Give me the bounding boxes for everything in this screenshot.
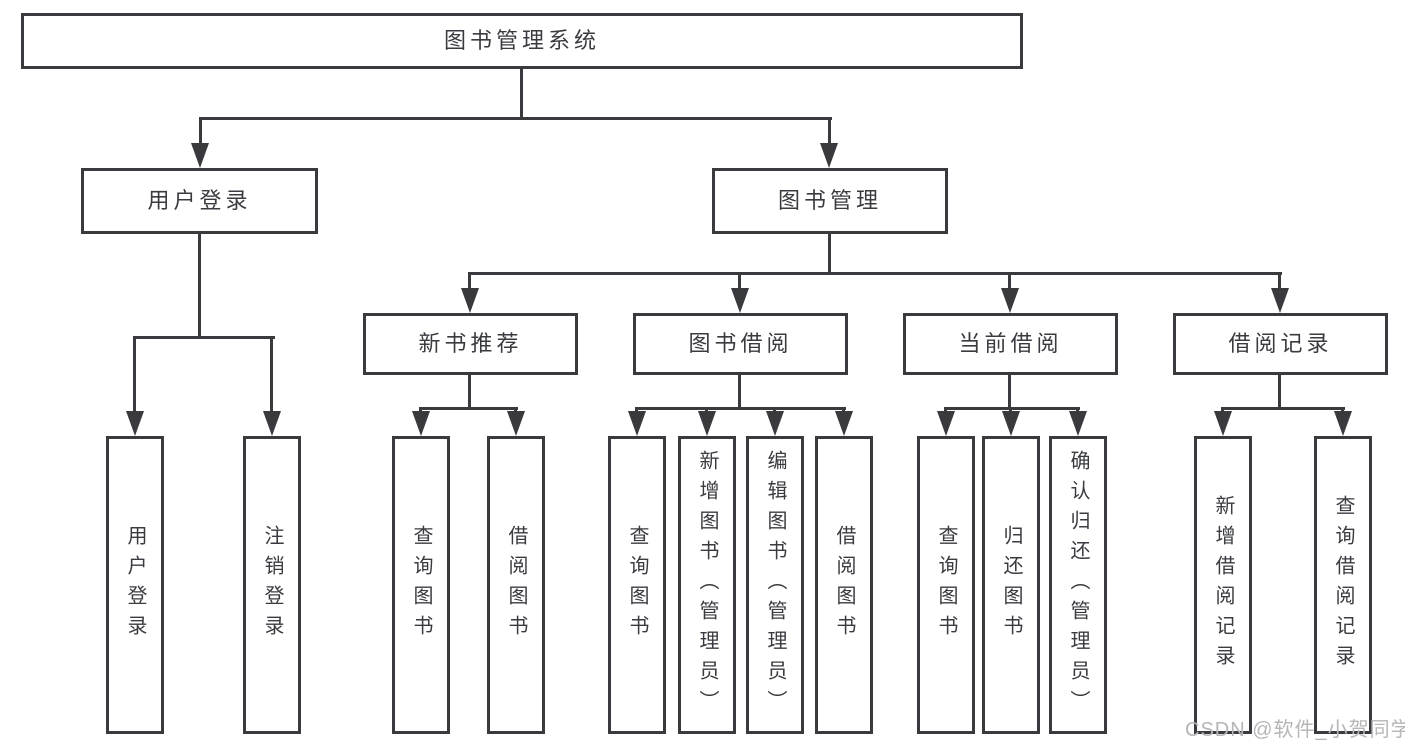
connector-current-borrow-drop bbox=[1008, 272, 1011, 290]
connector-user-login-drop bbox=[199, 117, 202, 145]
leaf-borrow-query-books: 查询图书 bbox=[608, 436, 666, 734]
csdn-watermark: CSDN @软件_小贺同学 bbox=[1185, 719, 1405, 741]
arrow-to-confirm-return bbox=[1069, 411, 1087, 436]
connector-leaf-logout-drop bbox=[270, 336, 273, 413]
node-library-management-system: 图书管理系统 bbox=[21, 13, 1023, 69]
leaf-return-books: 归还图书 bbox=[982, 436, 1040, 734]
connector-root-bar bbox=[199, 117, 832, 120]
arrow-to-add-book bbox=[698, 411, 716, 436]
node-book-borrow: 图书借阅 bbox=[633, 313, 848, 375]
leaf-add-borrow-record: 新增借阅记录 bbox=[1194, 436, 1252, 734]
arrow-to-leaf-logout bbox=[263, 411, 281, 436]
connector-book-management-drop bbox=[828, 117, 831, 145]
connector-root-stem bbox=[520, 67, 523, 119]
connector-new-book-stem bbox=[468, 374, 471, 409]
arrow-to-add-borrow-record bbox=[1214, 411, 1232, 436]
leaf-current-query-books: 查询图书 bbox=[917, 436, 975, 734]
connector-borrow-records-bar bbox=[1221, 407, 1345, 410]
connector-book-borrow-drop bbox=[738, 272, 741, 290]
arrow-to-edit-book bbox=[766, 411, 784, 436]
connector-current-borrow-stem bbox=[1008, 374, 1011, 409]
connector-book-borrow-bar bbox=[635, 407, 846, 410]
arrow-to-borrow-books bbox=[835, 411, 853, 436]
connector-user-login-stem bbox=[198, 233, 201, 338]
arrow-to-new-book-recommend bbox=[461, 288, 479, 313]
connector-borrow-records-stem bbox=[1278, 374, 1281, 409]
connector-current-borrow-bar bbox=[944, 407, 1080, 410]
connector-new-book-drop bbox=[468, 272, 471, 290]
arrow-to-leaf-user-login bbox=[126, 411, 144, 436]
arrow-to-recommend-query-books bbox=[412, 411, 430, 436]
leaf-logout: 注销登录 bbox=[243, 436, 301, 734]
leaf-borrow-borrow-books: 借阅图书 bbox=[815, 436, 873, 734]
leaf-add-book-admin: 新增图书（管理员） bbox=[678, 436, 736, 734]
leaf-query-borrow-record: 查询借阅记录 bbox=[1314, 436, 1372, 734]
node-user-login: 用户登录 bbox=[81, 168, 318, 234]
connector-book-management-bar bbox=[468, 272, 1282, 275]
node-current-borrow: 当前借阅 bbox=[903, 313, 1118, 375]
arrow-to-borrow-records bbox=[1271, 288, 1289, 313]
leaf-recommend-borrow-books: 借阅图书 bbox=[487, 436, 545, 734]
connector-book-borrow-stem bbox=[738, 374, 741, 409]
connector-borrow-records-drop bbox=[1278, 272, 1281, 290]
leaf-edit-book-admin: 编辑图书（管理员） bbox=[746, 436, 804, 734]
node-book-management: 图书管理 bbox=[712, 168, 948, 234]
node-borrow-records: 借阅记录 bbox=[1173, 313, 1388, 375]
arrow-to-book-management bbox=[820, 143, 838, 168]
connector-book-management-stem bbox=[828, 233, 831, 274]
connector-leaf-user-login-drop bbox=[133, 336, 136, 413]
arrow-to-recommend-borrow-books bbox=[507, 411, 525, 436]
leaf-recommend-query-books: 查询图书 bbox=[392, 436, 450, 734]
arrow-to-return-books bbox=[1002, 411, 1020, 436]
arrow-to-user-login bbox=[191, 143, 209, 168]
connector-user-login-bar bbox=[133, 336, 275, 339]
leaf-user-login: 用户登录 bbox=[106, 436, 164, 734]
node-new-book-recommend: 新书推荐 bbox=[363, 313, 578, 375]
arrow-to-borrow-query-books bbox=[628, 411, 646, 436]
arrow-to-query-borrow-record bbox=[1334, 411, 1352, 436]
arrow-to-book-borrow bbox=[731, 288, 749, 313]
arrow-to-current-query-books bbox=[937, 411, 955, 436]
leaf-confirm-return-admin: 确认归还（管理员） bbox=[1049, 436, 1107, 734]
connector-new-book-bar bbox=[419, 407, 518, 410]
arrow-to-current-borrow bbox=[1001, 288, 1019, 313]
